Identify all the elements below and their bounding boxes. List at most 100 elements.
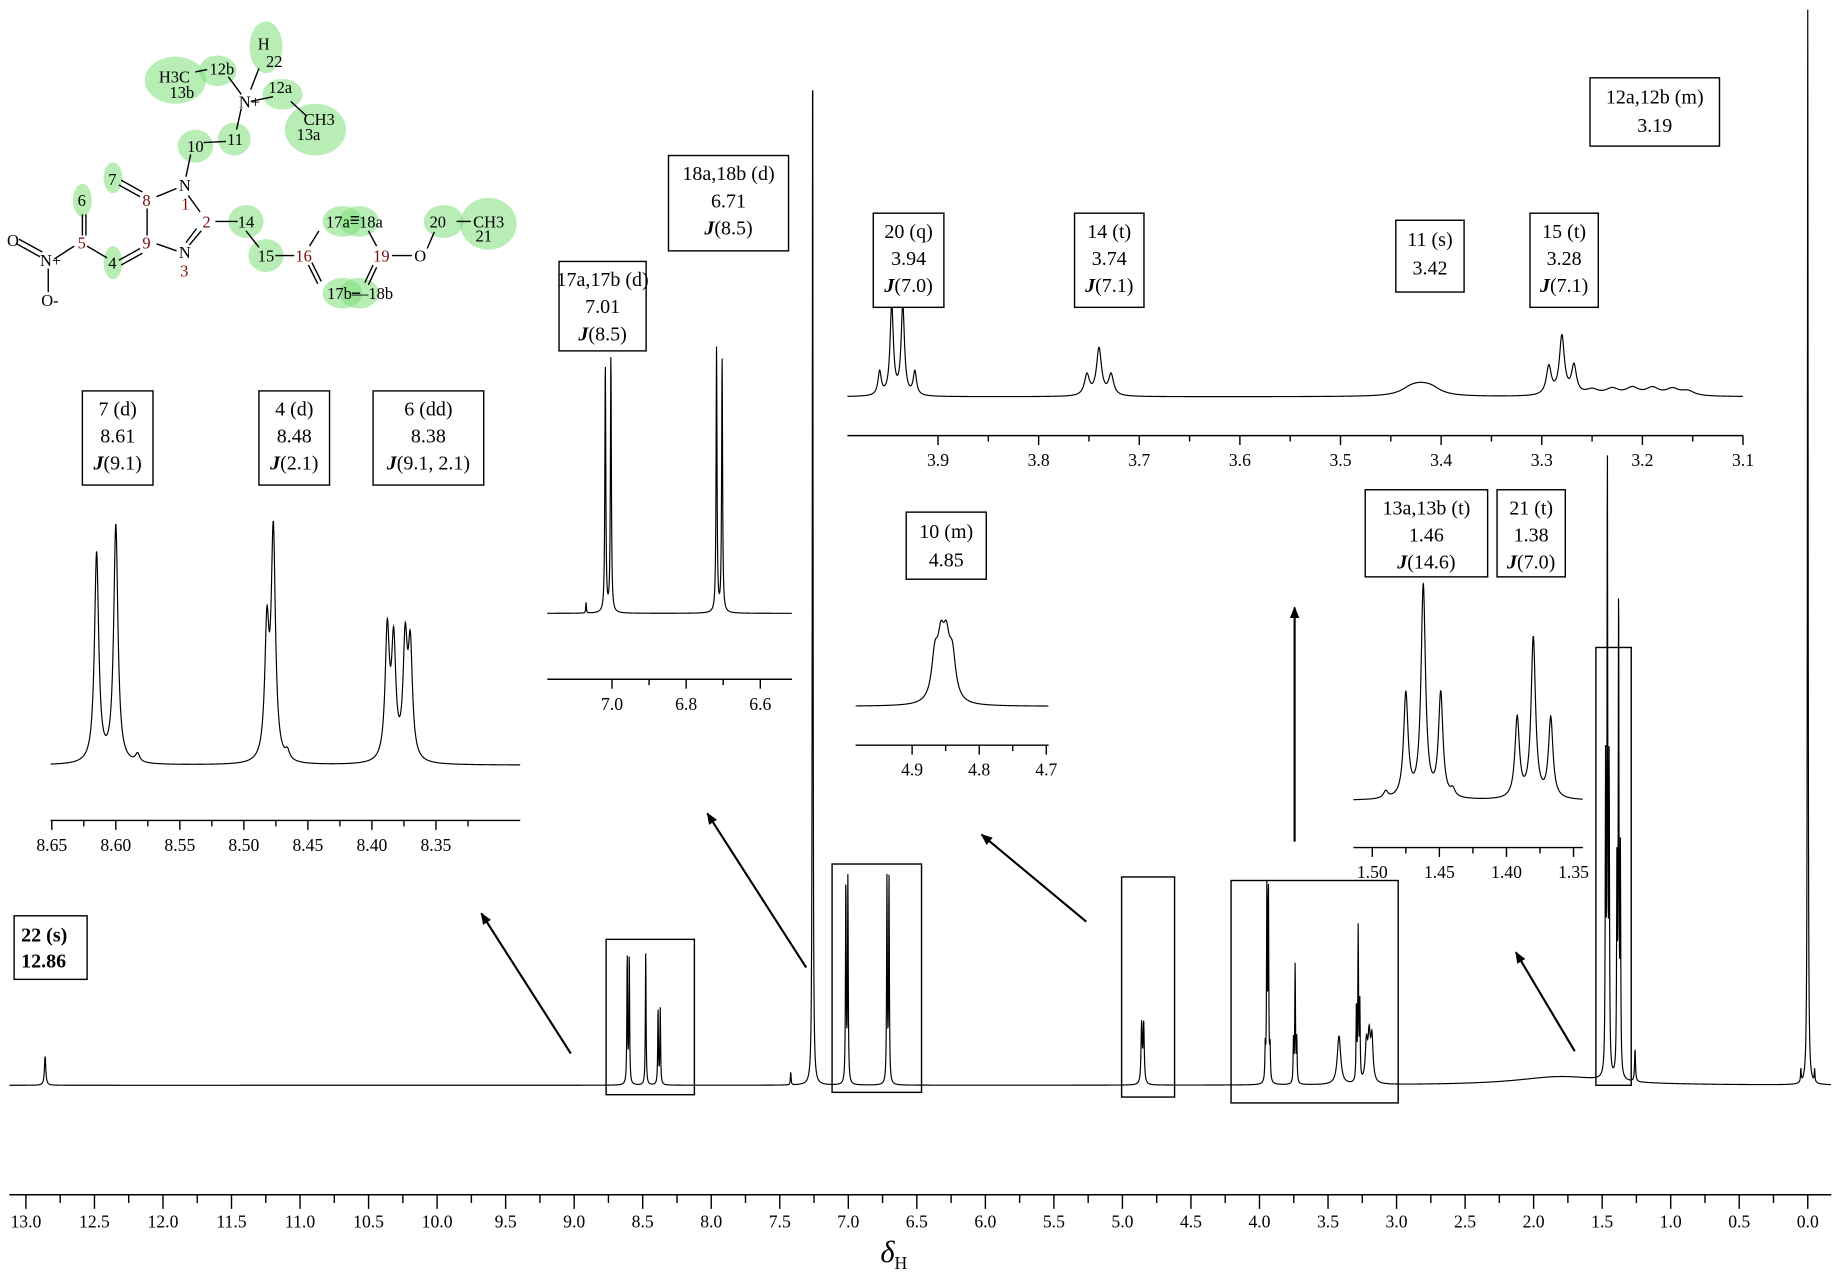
atom-label: 19 [373,246,389,265]
label-frame [872,212,945,309]
peak-label-box: 7 (d) 8.61J(9.1) [81,390,154,486]
bond-line [156,243,177,252]
chemical-shift-value: 12.86 [21,951,66,973]
inset-tick-label: 3.2 [1631,450,1653,470]
bond-line [16,243,41,258]
inset-spectrum-trace [547,346,792,614]
coupling-constant: J(9.1, 2.1) [386,453,470,475]
peak-label-box: 18a,18b (d)6.71J(8.5) [667,154,790,252]
assignment-label: 14 (t) [1087,221,1131,243]
coupling-constant: J(8.5) [703,217,752,239]
label-frame [558,260,647,352]
peak-label-box: 21 (t)1.38J(7.0) [1496,489,1567,578]
inset-spectrum-trace [847,301,1743,398]
atom-label: H [258,35,270,54]
atom-label: 1 [181,195,189,214]
j-value: (7.1) [1095,275,1133,297]
assignment-label: 6 (dd) [404,399,452,421]
atom-label: 8 [142,191,150,210]
bond-line [118,247,141,261]
bond-line [185,228,198,244]
atom-label: 11 [227,130,243,149]
highlight-ellipse [338,206,379,237]
chemical-shift-value: 3.28 [1547,248,1582,270]
j-symbol: J [1396,552,1408,574]
zoom-region-box [1595,646,1632,1086]
peak-annotations: 7 (d)8.61J(9.1)4 (d)8.48J(2.1)6 (dd)8.38… [13,77,1721,981]
highlight-ellipse [249,21,283,74]
peak-label-box: 22 (s)12.86 [13,915,88,981]
atom-label: 15 [258,246,274,265]
x-tick-label: 10.5 [353,1212,384,1232]
bond-line [195,68,208,73]
j-value: (8.5) [714,217,752,239]
atom-label: 2 [202,212,210,231]
chemical-shift-value: 3.74 [1092,248,1127,270]
j-value: (14.6) [1407,552,1455,574]
assignment-label: 18a,18b (d) [682,163,774,185]
highlight-ellipse [103,246,123,280]
peak-label-box: 10 (m)4.85 [905,511,987,580]
x-tick-label: 6.0 [974,1212,996,1232]
label-frame [667,154,790,252]
highlight-ellipse [198,55,237,87]
bond-line [245,230,260,248]
atom-label: N+ [40,251,61,270]
j-symbol: J [577,323,589,345]
inset-tick-label: 8.35 [420,835,451,855]
inset-tick-label: 4.9 [901,760,923,780]
atom-label: 7 [108,170,116,189]
label-frame [1073,212,1145,309]
chemical-shift-value: 7.01 [585,296,620,318]
atom-label: 6 [78,191,86,210]
peak-label-box: 14 (t)3.74J(7.1) [1073,212,1145,309]
j-value: (8.5) [588,323,626,345]
bond-line [307,264,319,285]
coupling-constant: J(7.0) [1506,552,1555,574]
chemical-shift-value: 8.61 [100,426,135,448]
peak-label-box: 12a,12b (m)3.19 [1589,77,1721,147]
atom-label: 3 [180,262,188,281]
atom-label: CH3 [473,212,504,231]
inset-tick-label: 8.40 [356,835,387,855]
x-tick-label: 8.0 [700,1212,722,1232]
peak-label-box: 15 (t)3.28J(7.1) [1529,212,1599,309]
bond-line [86,245,108,259]
x-tick-label: 1.0 [1660,1212,1682,1232]
x-tick-label: 11.5 [216,1212,246,1232]
x-tick-label: 12.0 [148,1212,179,1232]
spectrum-trace [9,9,1832,1086]
highlight-ellipse [423,204,464,238]
x-axis-label: δH [880,1235,907,1273]
inset-tick-label: 1.45 [1424,862,1455,882]
atom-label: 21 [475,226,491,245]
bond-line [187,195,201,213]
bond-line [227,76,242,95]
atom-label: 5 [78,233,86,252]
inset-tick-label: 3.4 [1430,450,1452,470]
label-frame [1395,219,1465,293]
bond-line [118,184,141,198]
coupling-constant: J(9.1) [93,453,142,475]
assignment-label: 15 (t) [1542,221,1586,243]
assignment-label: 7 (d) [99,399,137,421]
peak-label-box: 17a,17b (d)7.01J(8.5) [556,260,649,352]
arrow-icon [1514,951,1576,1052]
highlight-ellipse [177,129,214,163]
peak-label-box: 4 (d)8.48J(2.1) [258,390,331,486]
inset-tick-label: 6.8 [675,694,697,714]
inset-tick-label: 8.45 [292,835,323,855]
bond-line [120,179,143,193]
atom-label: N+ [239,92,260,111]
label-frame [81,390,154,486]
atom-label: O [7,231,19,250]
j-value: (2.1) [280,453,318,475]
x-tick-label: 1.5 [1591,1212,1613,1232]
inset-tick-label: 4.8 [968,760,990,780]
x-tick-label: 11.0 [285,1212,315,1232]
x-tick-label: 8.5 [632,1212,654,1232]
inset-spectrum-trace [1353,582,1583,801]
j-symbol: J [269,453,281,475]
